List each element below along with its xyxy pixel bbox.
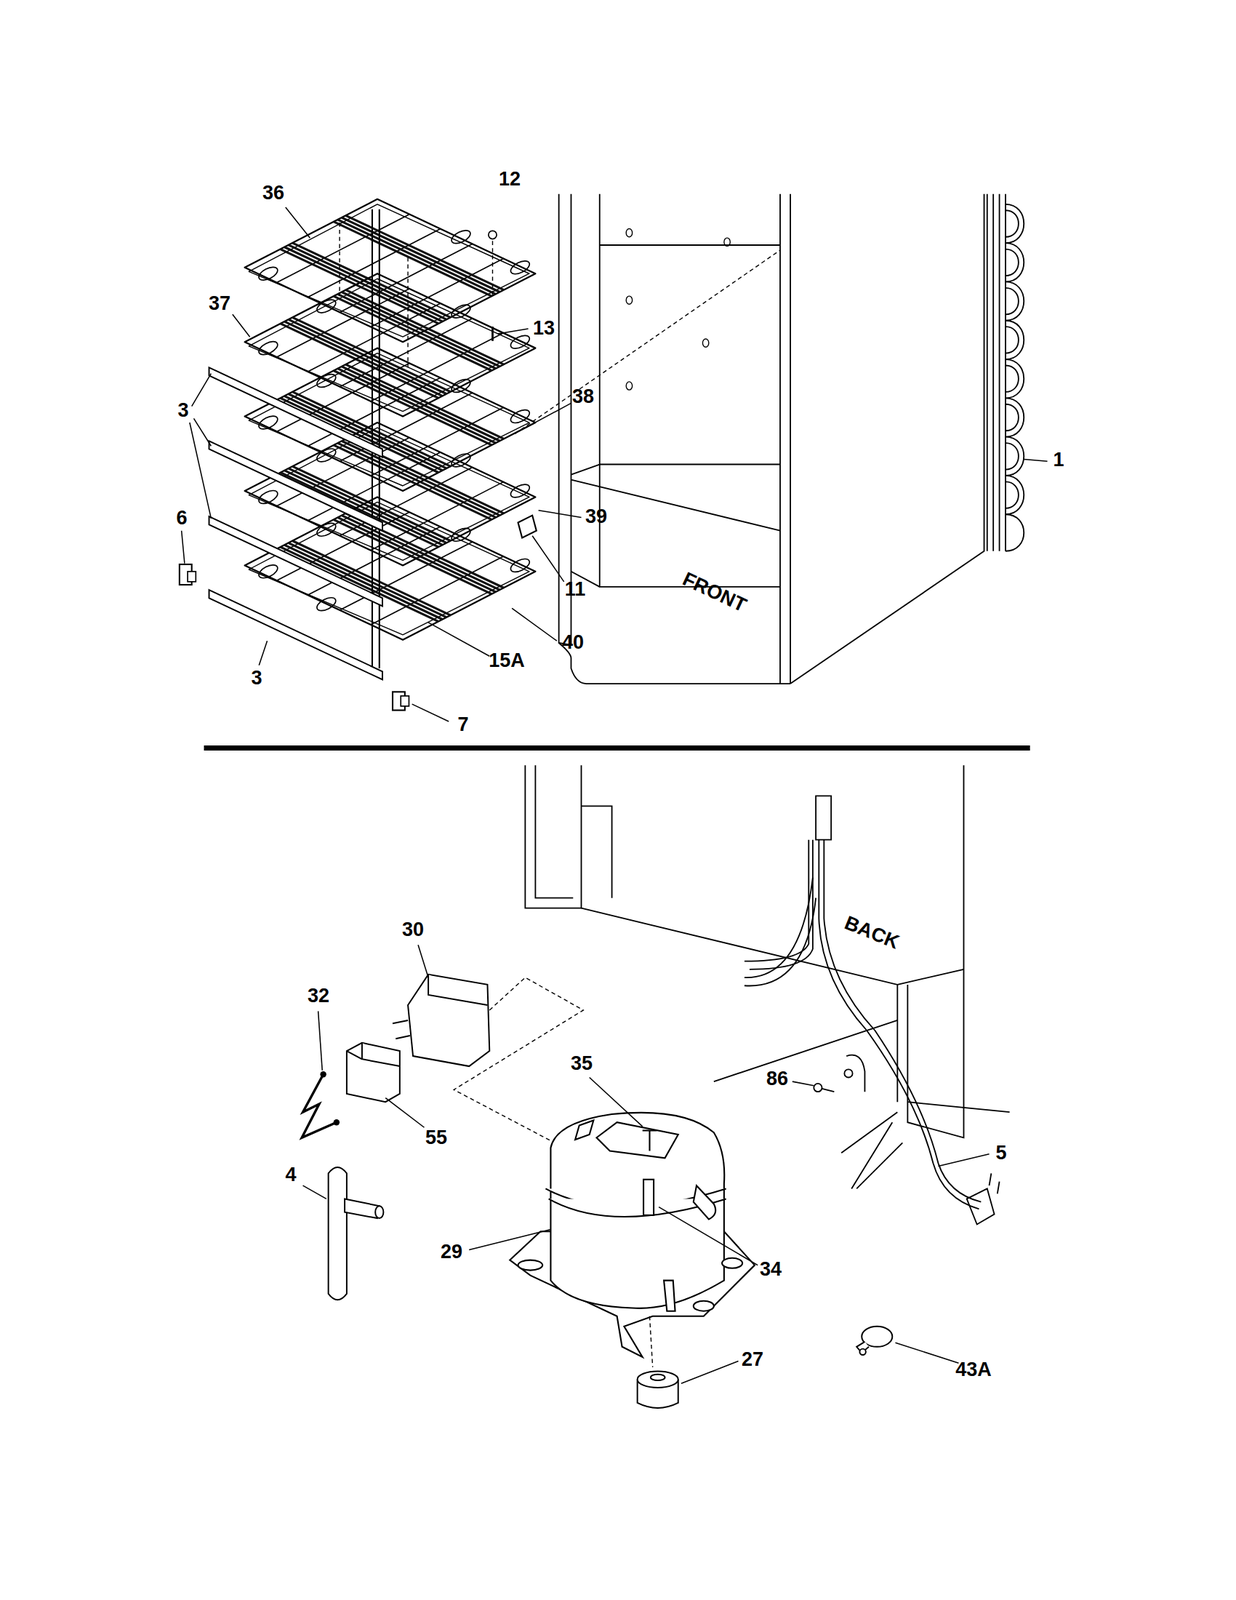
callout-number: 1	[1052, 449, 1064, 472]
callout-number: 3	[250, 667, 262, 690]
callout-number: 38	[572, 386, 595, 408]
callout-number: 43A	[955, 1358, 992, 1381]
callout-number: 13	[532, 317, 555, 340]
callout-number: 32	[307, 985, 330, 1007]
callout-number: 6	[175, 507, 187, 530]
orientation-label: BACK	[841, 912, 902, 954]
callout-number: 4	[285, 1164, 296, 1186]
callout-number: 55	[425, 1126, 448, 1149]
callout-number: 39	[585, 506, 608, 528]
callout-number: 34	[759, 1258, 782, 1281]
callout-number: 40	[562, 631, 584, 654]
orientation-label: FRONT	[679, 568, 750, 617]
callout-number: 12	[498, 168, 521, 191]
callout-number: 27	[741, 1348, 764, 1371]
callout-number: 7	[457, 713, 469, 736]
callout-number: 86	[766, 1068, 789, 1090]
callout-number: 29	[440, 1241, 463, 1263]
callout-number: 36	[262, 182, 285, 205]
callout-number: 3	[177, 399, 189, 422]
callout-number: 30	[402, 919, 424, 941]
callout-number: 15A	[488, 649, 525, 672]
callout-number: 35	[570, 1052, 593, 1075]
callout-number: 37	[208, 293, 231, 315]
callout-number: 11	[564, 578, 587, 601]
callout-number: 5	[995, 1142, 1007, 1165]
